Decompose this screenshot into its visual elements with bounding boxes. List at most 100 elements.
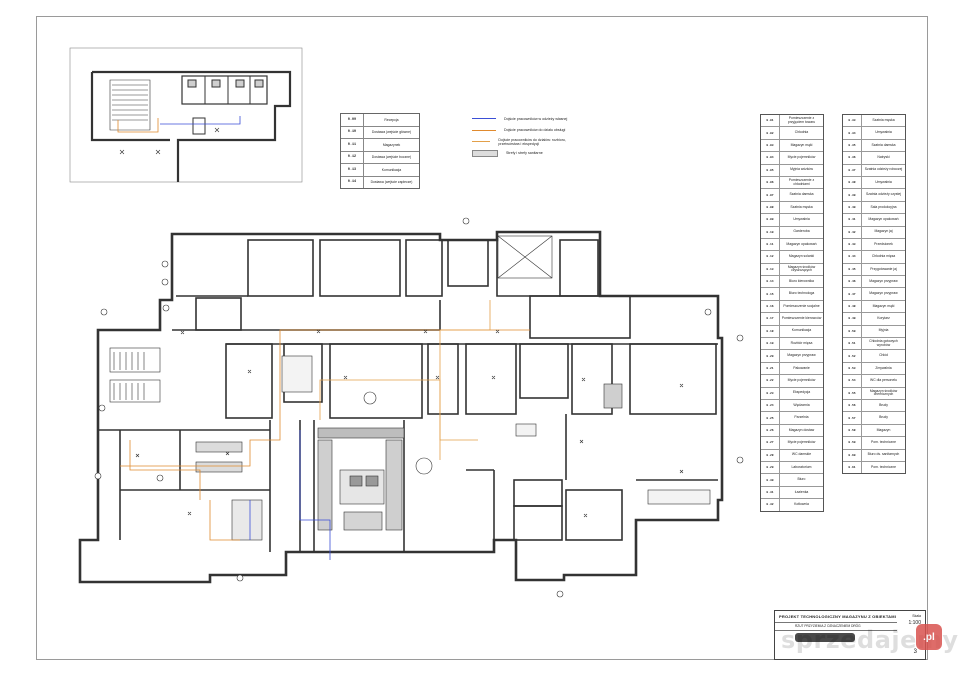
room-name: Ekspedycja xyxy=(792,390,811,395)
room-row: 0.51 Chłodnia gotowych wyrobów xyxy=(843,338,905,351)
room-name: Pomieszczenie z chłodniami xyxy=(788,177,815,186)
room-name: Magazyn środków czyszczących xyxy=(787,264,816,273)
room-name: Myjnia xyxy=(878,328,889,333)
room-name: Chłodnia gotowych wyrobów xyxy=(869,338,898,347)
room-name: Brudy xyxy=(879,415,888,420)
room-code: 0.35 xyxy=(843,139,862,152)
room-code: 0.45 xyxy=(843,263,862,276)
room-code: 0.51 xyxy=(843,338,862,350)
legend-code: 0.09 xyxy=(341,114,364,126)
flow-legend: Dojście pracowników w odzieży własnej Do… xyxy=(472,113,582,159)
room-code: 0.34 xyxy=(843,127,862,139)
room-code: 0.49 xyxy=(843,313,862,325)
room-name: Pom. techniczne xyxy=(870,464,897,469)
redacted-field xyxy=(795,633,855,642)
flow-swatch-orange xyxy=(472,129,496,131)
sheet-number: 3 xyxy=(913,649,917,655)
room-name: Szatnia męska xyxy=(790,204,813,209)
room-row: 0.34 Umywalnia xyxy=(843,127,905,140)
room-code: 0.20 xyxy=(761,350,780,362)
room-name: Pomieszczenie z przyjęciem towaru xyxy=(787,115,816,124)
room-name: Pomieszczenie socjalne xyxy=(783,303,820,308)
room-markers xyxy=(135,329,684,518)
room-code: 0.19 xyxy=(761,338,780,350)
flow-legend-row: Dojście pracowników do działów: rozbioru… xyxy=(472,136,582,148)
room-code: 0.12 xyxy=(761,251,780,263)
room-code: 0.11 xyxy=(761,238,780,251)
room-code: 0.27 xyxy=(761,437,780,449)
room-name: Mycie pojemników xyxy=(787,378,816,383)
room-name: Garderoba xyxy=(793,229,810,234)
room-code: 0.32 xyxy=(761,499,780,511)
room-code: 0.37 xyxy=(843,164,862,176)
room-name: Magazyn opakowań xyxy=(868,216,899,221)
flow-routes xyxy=(120,300,530,560)
room-code: 0.44 xyxy=(843,251,862,263)
room-name: Umywalnia xyxy=(875,179,892,184)
room-name: Korytarz xyxy=(877,316,890,321)
room-row: 0.49 Korytarz xyxy=(843,313,905,326)
room-code: 0.14 xyxy=(761,276,780,288)
room-code: 0.47 xyxy=(843,288,862,300)
room-code: 0.55 xyxy=(843,387,862,399)
room-name: Umywalnia xyxy=(875,130,892,135)
room-name: Chłodnia mięsa xyxy=(871,254,896,259)
room-code: 0.29 xyxy=(761,461,780,474)
room-code: 0.43 xyxy=(843,238,862,251)
room-name: WC damskie xyxy=(791,452,812,457)
room-code: 0.33 xyxy=(843,115,862,127)
flow-legend-label: Dojście pracowników do działów: rozbioru… xyxy=(498,137,566,146)
room-code: 0.15 xyxy=(761,288,780,300)
room-name: Szatnia odzieży czystej xyxy=(865,192,902,197)
room-name: Magazyn jaj xyxy=(874,229,893,234)
room-code: 0.30 xyxy=(761,474,780,486)
title-divider xyxy=(775,622,897,623)
room-name: Magazyn opakowań xyxy=(786,241,817,246)
drawing-sheet-border xyxy=(36,16,928,660)
legend-code: 0.11 xyxy=(341,139,364,151)
room-code: 0.42 xyxy=(843,226,862,238)
legend-code: 0.14 xyxy=(341,176,364,188)
room-code: 0.22 xyxy=(761,375,780,387)
flow-legend-label: Strefy i strefy sanitarne xyxy=(506,151,543,156)
flow-legend-row: Strefy i strefy sanitarne xyxy=(472,148,582,160)
room-code: 0.16 xyxy=(761,300,780,313)
room-code: 0.31 xyxy=(761,486,780,499)
room-name: Myjnia wózków xyxy=(790,167,813,172)
room-code: 0.13 xyxy=(761,263,780,276)
room-code: 0.60 xyxy=(843,449,862,461)
legend-name: Dostawa (wejście boczne) xyxy=(371,155,412,160)
title-divider xyxy=(775,630,897,631)
room-name: Biuro xyxy=(797,477,806,482)
room-name: Biuro kierownika xyxy=(789,278,814,283)
room-code: 0.59 xyxy=(843,437,862,449)
drawing-title: PROJEKT TECHNOLOGICZNY MAGAZYNU Z OBIEKT… xyxy=(779,614,897,619)
